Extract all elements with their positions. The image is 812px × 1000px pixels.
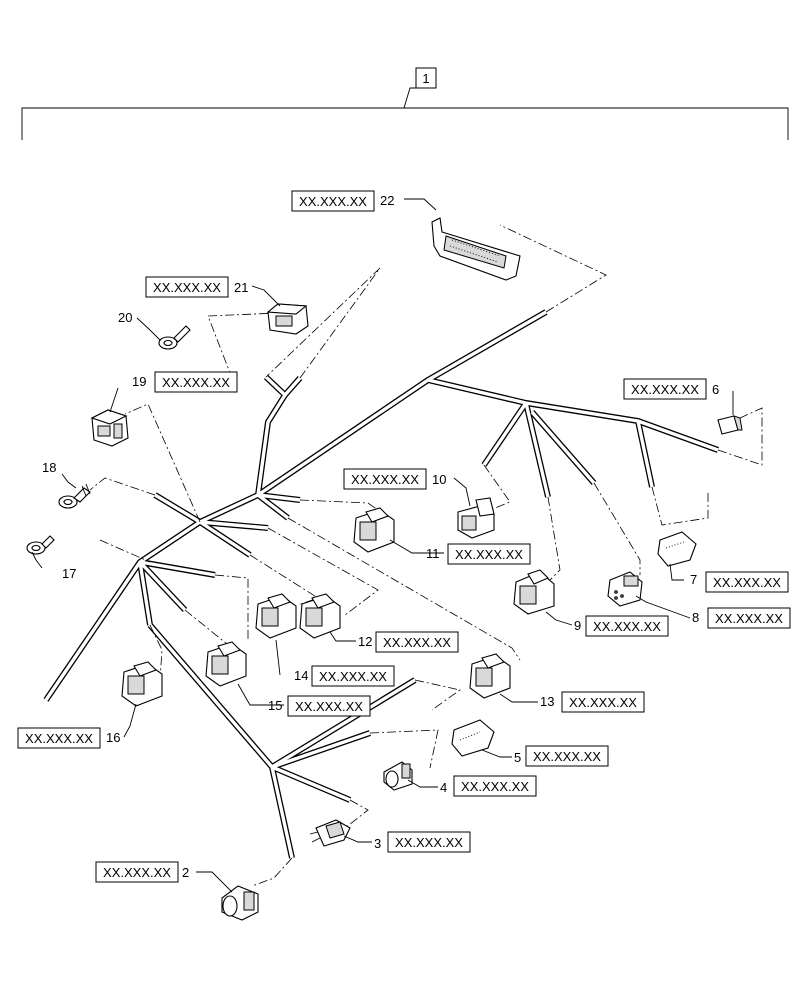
- connector-2: [221, 885, 259, 921]
- ref-box-12[interactable]: XX.XXX.XX: [375, 631, 459, 653]
- callout-13-number: 13: [540, 694, 554, 709]
- callout-5-number: 5: [514, 750, 521, 765]
- callout-20-number: 20: [118, 310, 132, 325]
- reference-boxes: XX.XXX.XX XX.XXX.XX XX.XXX.XX XX.XXX.XX …: [17, 190, 791, 883]
- svg-text:XX.XXX.XX: XX.XXX.XX: [299, 194, 367, 209]
- svg-text:XX.XXX.XX: XX.XXX.XX: [631, 382, 699, 397]
- callout-21-number: 21: [234, 280, 248, 295]
- ref-box-13[interactable]: XX.XXX.XX: [561, 691, 645, 713]
- ref-box-19[interactable]: XX.XXX.XX: [154, 371, 238, 393]
- svg-text:XX.XXX.XX: XX.XXX.XX: [319, 669, 387, 684]
- ref-box-22[interactable]: XX.XXX.XX: [291, 190, 375, 212]
- connector-13: [469, 653, 511, 699]
- callout-10-number: 10: [432, 472, 446, 487]
- connector-14: [255, 593, 297, 639]
- svg-text:XX.XXX.XX: XX.XXX.XX: [461, 779, 529, 794]
- connector-3: [309, 819, 351, 847]
- connector-21: [266, 303, 309, 335]
- svg-text:XX.XXX.XX: XX.XXX.XX: [162, 375, 230, 390]
- svg-text:XX.XXX.XX: XX.XXX.XX: [25, 731, 93, 746]
- ref-box-8[interactable]: XX.XXX.XX: [707, 607, 791, 629]
- callout-19-number: 19: [132, 374, 146, 389]
- connector-5: [451, 719, 495, 757]
- svg-text:XX.XXX.XX: XX.XXX.XX: [351, 472, 419, 487]
- ref-box-6[interactable]: XX.XXX.XX: [623, 378, 707, 400]
- callout-7-number: 7: [690, 572, 697, 587]
- callout-16-number: 16: [106, 730, 120, 745]
- ref-box-21[interactable]: XX.XXX.XX: [145, 276, 229, 298]
- ref-box-2[interactable]: XX.XXX.XX: [95, 861, 179, 883]
- callout-15-number: 15: [268, 698, 282, 713]
- connector-10: [457, 497, 495, 539]
- ref-box-14[interactable]: XX.XXX.XX: [311, 665, 395, 687]
- callout-18-number: 18: [42, 460, 56, 475]
- svg-text:XX.XXX.XX: XX.XXX.XX: [569, 695, 637, 710]
- ref-box-9[interactable]: XX.XXX.XX: [585, 615, 669, 637]
- leader-lines: [31, 198, 734, 893]
- callout-8-number: 8: [692, 610, 699, 625]
- ref-box-15[interactable]: XX.XXX.XX: [287, 695, 371, 717]
- ref-box-3[interactable]: XX.XXX.XX: [387, 831, 471, 853]
- callout-22-number: 22: [380, 193, 394, 208]
- callout-14-number: 14: [294, 668, 308, 683]
- callout-9-number: 9: [574, 618, 581, 633]
- svg-text:XX.XXX.XX: XX.XXX.XX: [153, 280, 221, 295]
- connector-7: [657, 531, 697, 567]
- ref-box-10[interactable]: XX.XXX.XX: [343, 468, 427, 490]
- svg-text:XX.XXX.XX: XX.XXX.XX: [533, 749, 601, 764]
- svg-text:XX.XXX.XX: XX.XXX.XX: [713, 575, 781, 590]
- callout-3-number: 3: [374, 836, 381, 851]
- connector-4: [383, 761, 413, 791]
- svg-text:XX.XXX.XX: XX.XXX.XX: [395, 835, 463, 850]
- svg-text:XX.XXX.XX: XX.XXX.XX: [593, 619, 661, 634]
- ref-box-7[interactable]: XX.XXX.XX: [705, 571, 789, 593]
- ref-box-16[interactable]: XX.XXX.XX: [17, 727, 101, 749]
- connector-22: [431, 217, 521, 281]
- connector-19: [90, 409, 129, 447]
- connector-6: [717, 415, 743, 435]
- svg-text:XX.XXX.XX: XX.XXX.XX: [383, 635, 451, 650]
- assembly-number: 1: [422, 71, 429, 86]
- svg-text:XX.XXX.XX: XX.XXX.XX: [715, 611, 783, 626]
- ring-terminal-20: [158, 325, 191, 350]
- ref-box-11[interactable]: XX.XXX.XX: [447, 543, 531, 565]
- callout-4-number: 4: [440, 780, 447, 795]
- connection-lines: [89, 224, 763, 887]
- callout-6-number: 6: [712, 382, 719, 397]
- ref-box-5[interactable]: XX.XXX.XX: [525, 745, 609, 767]
- svg-text:XX.XXX.XX: XX.XXX.XX: [295, 699, 363, 714]
- svg-text:XX.XXX.XX: XX.XXX.XX: [103, 865, 171, 880]
- callout-2-number: 2: [182, 865, 189, 880]
- callout-12-number: 12: [358, 634, 372, 649]
- wire-harness: [43, 309, 720, 859]
- ring-terminal-18: [58, 483, 91, 509]
- connector-16: [121, 661, 163, 707]
- connector-8: [607, 571, 643, 607]
- callout-numbers: 22 21 20 19 18 17 6 10 11 7 8 9 12 14 13…: [42, 193, 719, 880]
- callout-17-number: 17: [62, 566, 76, 581]
- assembly-bracket: 1: [21, 67, 789, 140]
- ring-terminal-17: [26, 535, 55, 555]
- connector-11: [353, 507, 395, 553]
- connector-15: [205, 641, 247, 687]
- callout-11-number: 11: [426, 546, 440, 561]
- connector-9: [513, 569, 555, 615]
- connector-12: [299, 593, 341, 639]
- ref-box-4[interactable]: XX.XXX.XX: [453, 775, 537, 797]
- svg-text:XX.XXX.XX: XX.XXX.XX: [455, 547, 523, 562]
